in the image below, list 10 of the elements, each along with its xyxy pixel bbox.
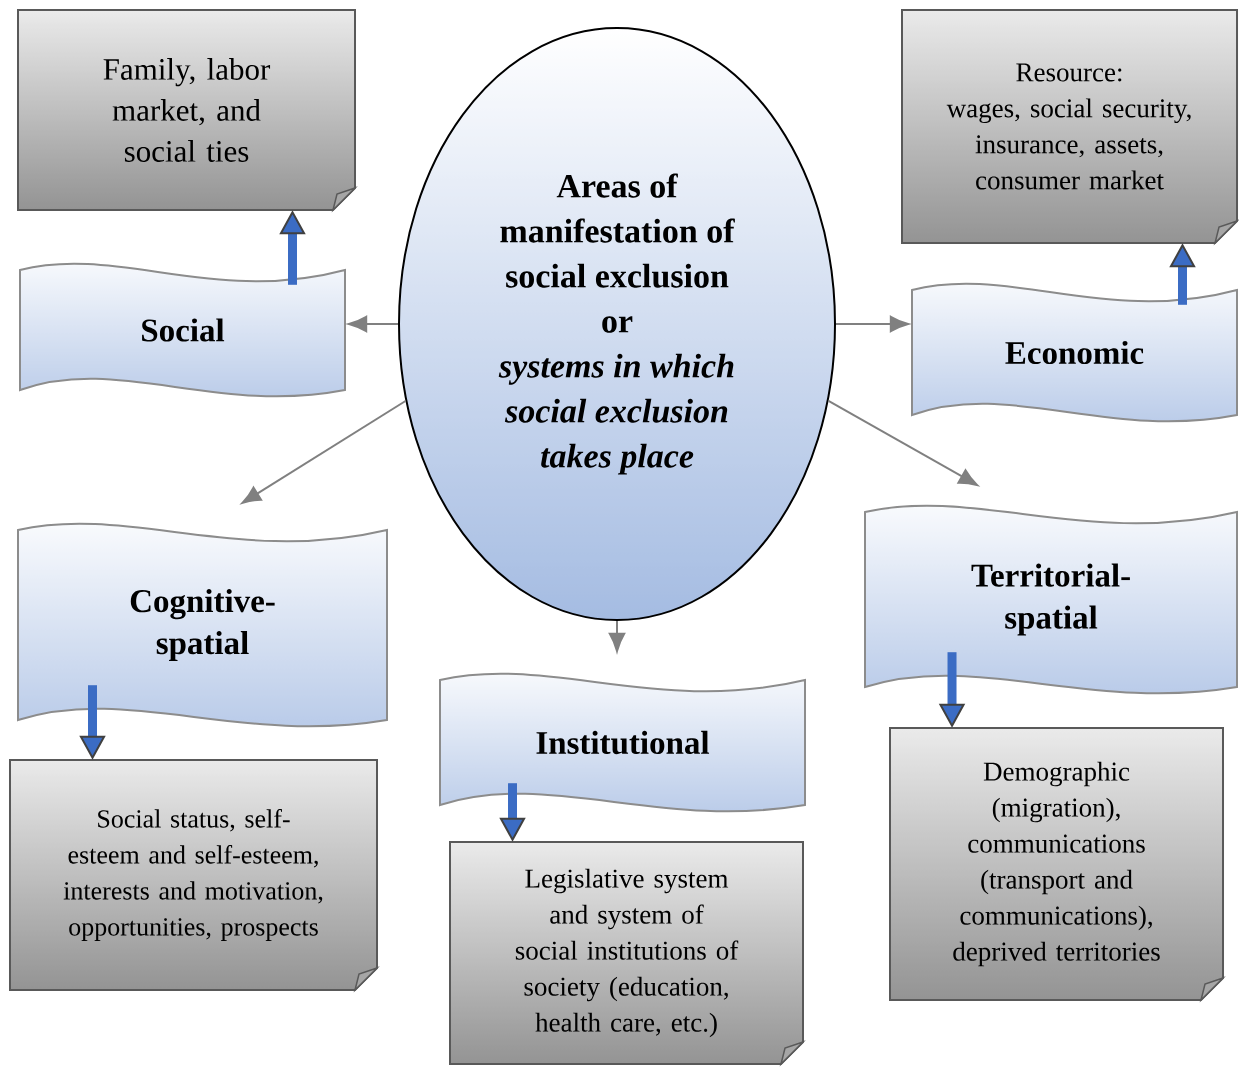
wave-banner: Economic	[911, 282, 1238, 423]
arrow	[348, 315, 399, 333]
arrow	[608, 620, 626, 652]
arrow	[241, 400, 407, 504]
arrow	[827, 400, 978, 486]
wave-banner: Social	[19, 262, 346, 398]
wave-banner: Institutional	[439, 672, 806, 813]
arrow	[835, 315, 909, 333]
wave-banner: Cognitive-spatial	[17, 522, 388, 728]
wave-banner: Territorial-spatial	[864, 504, 1238, 695]
